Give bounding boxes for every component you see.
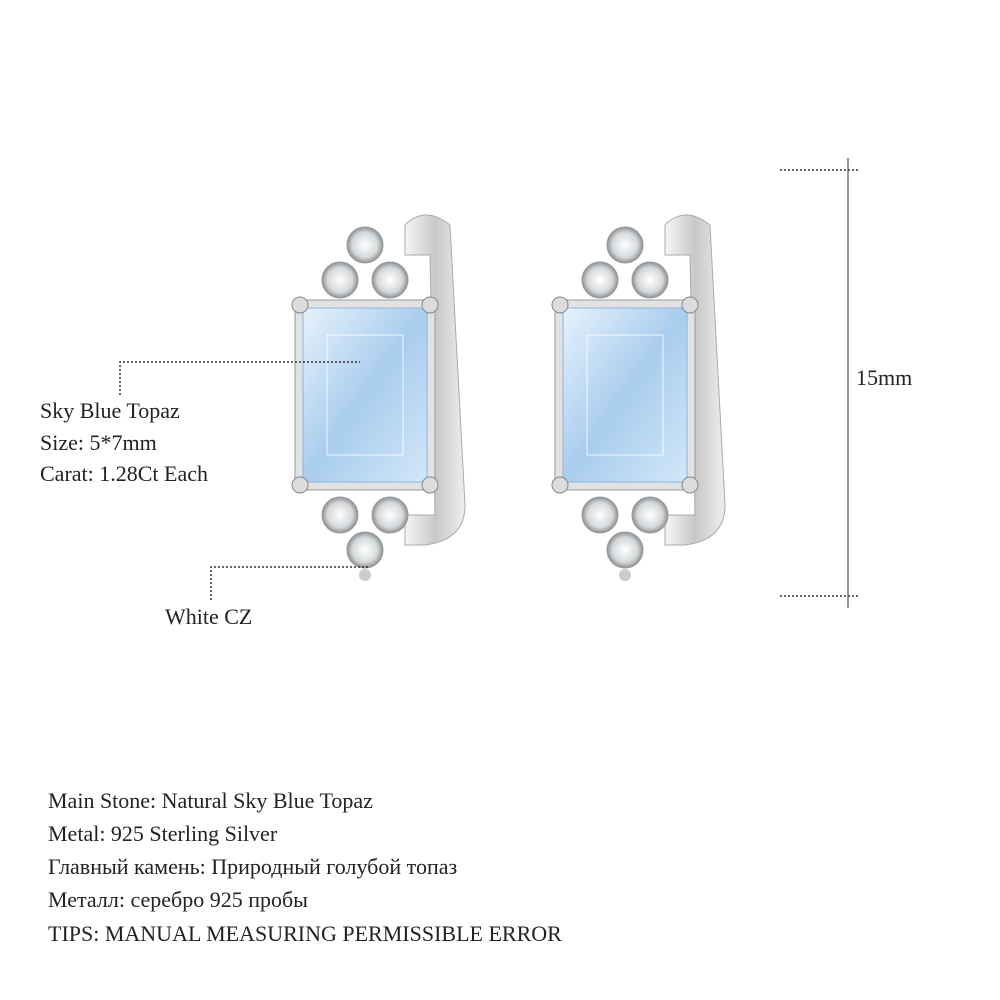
spec-metal: Metal: 925 Sterling Silver xyxy=(48,821,278,846)
left-earring xyxy=(291,214,466,582)
size-label: Size: 5*7mm xyxy=(40,430,157,455)
callout-lines xyxy=(119,169,858,600)
spec-main-stone: Main Stone: Natural Sky Blue Topaz xyxy=(48,788,373,813)
right-earring xyxy=(551,214,726,582)
height-label: 15mm xyxy=(856,365,913,390)
side-stone-label: White CZ xyxy=(165,604,253,629)
carat-label: Carat: 1.28Ct Each xyxy=(40,461,209,486)
main-stone-label: Sky Blue Topaz xyxy=(40,398,180,423)
spec-metal-ru: Металл: серебро 925 пробы xyxy=(48,887,308,912)
spec-tips: TIPS: MANUAL MEASURING PERMISSIBLE ERROR xyxy=(48,921,562,946)
spec-main-stone-ru: Главный камень: Природный голубой топаз xyxy=(48,854,458,879)
